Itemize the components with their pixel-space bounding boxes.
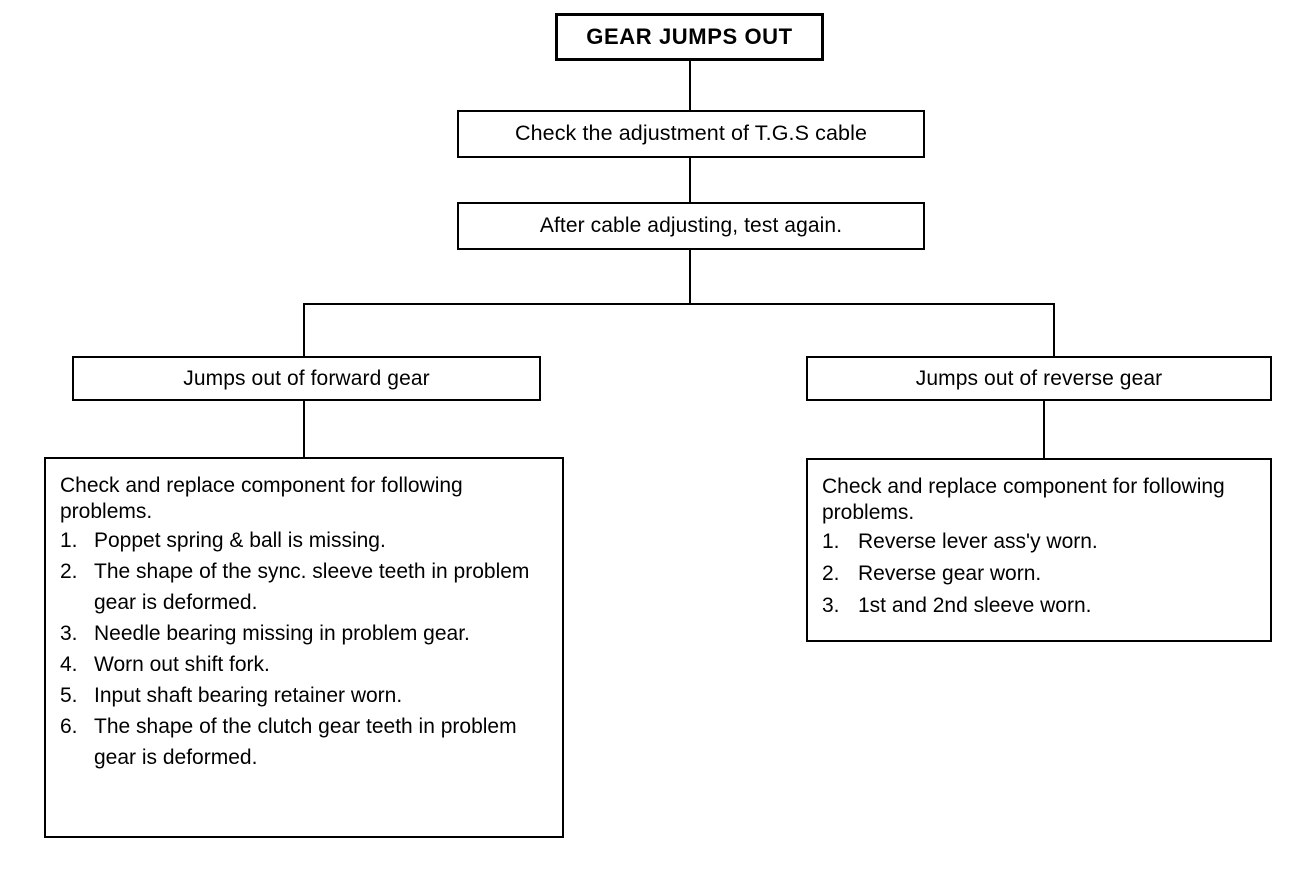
node-check-tgs-cable-label: Check the adjustment of T.G.S cable bbox=[514, 121, 868, 146]
list-item-number: 2. bbox=[822, 562, 840, 585]
list-item-text: Input shaft bearing retainer worn. bbox=[94, 684, 403, 707]
node-reverse-gear-causes: Check and replace component for followin… bbox=[806, 458, 1272, 642]
node-retest-after-adjust: After cable adjusting, test again. bbox=[457, 202, 925, 250]
connector-split-horizontal bbox=[303, 303, 1055, 305]
list-item: 2. Reverse gear worn. bbox=[822, 558, 1260, 590]
node-jumps-out-reverse-gear: Jumps out of reverse gear bbox=[806, 356, 1272, 401]
list-item: 4. Worn out shift fork. bbox=[60, 649, 552, 680]
list-item-number: 1. bbox=[822, 530, 840, 553]
list-item-number: 3. bbox=[822, 594, 840, 617]
node-forward-gear-causes: Check and replace component for followin… bbox=[44, 457, 564, 838]
list-item: 2. The shape of the sync. sleeve teeth i… bbox=[60, 556, 552, 618]
connector-split-to-forward bbox=[303, 303, 305, 357]
list-item: 6. The shape of the clutch gear teeth in… bbox=[60, 711, 552, 773]
connector-retest-to-split bbox=[689, 249, 691, 304]
list-item-text: 1st and 2nd sleeve worn. bbox=[858, 594, 1092, 617]
list-item-text: Reverse lever ass'y worn. bbox=[858, 530, 1098, 553]
list-item-text: The shape of the clutch gear teeth in pr… bbox=[94, 715, 517, 769]
list-item: 1. Poppet spring & ball is missing. bbox=[60, 525, 552, 556]
node-reverse-gear-label: Jumps out of reverse gear bbox=[915, 366, 1163, 390]
forward-causes-list: 1. Poppet spring & ball is missing. 2. T… bbox=[60, 525, 552, 773]
connector-reverse-to-detail bbox=[1043, 400, 1045, 459]
reverse-causes-list: 1. Reverse lever ass'y worn. 2. Reverse … bbox=[822, 526, 1260, 622]
node-gear-jumps-out: GEAR JUMPS OUT bbox=[555, 13, 824, 61]
reverse-causes-intro: Check and replace component for followin… bbox=[822, 475, 1225, 524]
list-item-number: 6. bbox=[60, 715, 78, 738]
list-item: 3. Needle bearing missing in problem gea… bbox=[60, 618, 552, 649]
list-item-text: The shape of the sync. sleeve teeth in p… bbox=[94, 560, 530, 614]
connector-tgs-to-retest bbox=[689, 157, 691, 203]
node-check-tgs-cable: Check the adjustment of T.G.S cable bbox=[457, 110, 925, 158]
list-item: 3. 1st and 2nd sleeve worn. bbox=[822, 590, 1260, 622]
connector-split-to-reverse bbox=[1053, 303, 1055, 357]
list-item-text: Worn out shift fork. bbox=[94, 653, 270, 676]
node-retest-after-adjust-label: After cable adjusting, test again. bbox=[539, 214, 843, 238]
list-item: 1. Reverse lever ass'y worn. bbox=[822, 526, 1260, 558]
list-item-text: Poppet spring & ball is missing. bbox=[94, 529, 386, 552]
list-item-number: 5. bbox=[60, 684, 78, 707]
list-item: 5. Input shaft bearing retainer worn. bbox=[60, 680, 552, 711]
node-title-label: GEAR JUMPS OUT bbox=[586, 23, 793, 49]
list-item-text: Needle bearing missing in problem gear. bbox=[94, 622, 470, 645]
list-item-text: Reverse gear worn. bbox=[858, 562, 1042, 585]
node-forward-gear-label: Jumps out of forward gear bbox=[183, 366, 430, 390]
list-item-number: 1. bbox=[60, 529, 78, 552]
list-item-number: 2. bbox=[60, 560, 78, 583]
list-item-number: 3. bbox=[60, 622, 78, 645]
node-jumps-out-forward-gear: Jumps out of forward gear bbox=[72, 356, 541, 401]
connector-forward-to-detail bbox=[303, 400, 305, 458]
forward-causes-intro: Check and replace component for followin… bbox=[60, 474, 463, 523]
list-item-number: 4. bbox=[60, 653, 78, 676]
connector-title-to-tgs bbox=[689, 60, 691, 110]
